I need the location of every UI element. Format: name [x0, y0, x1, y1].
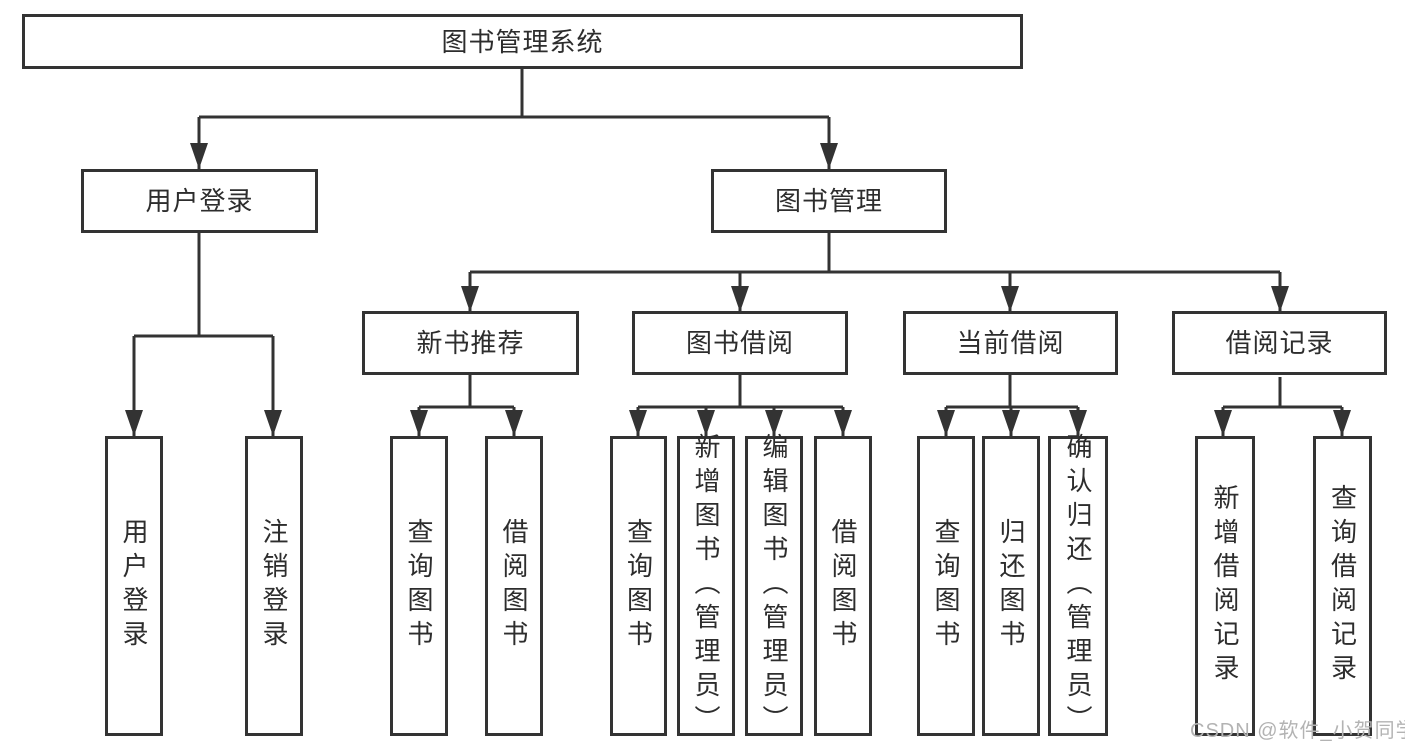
- arrowhead: [937, 410, 955, 436]
- leaf-br-add-borrow-record-label: 新增借阅记录: [1210, 484, 1240, 688]
- leaf-cb-query-books: 查询图书: [917, 436, 975, 736]
- node-book-management-label: 图书管理: [774, 186, 883, 216]
- connector-new-book-recommend-to-leaves: [417, 375, 516, 436]
- leaf-cb-return-books: 归还图书: [982, 436, 1040, 736]
- node-new-book-recommend-label: 新书推荐: [416, 328, 525, 358]
- connector-user-login-to-leaves: [132, 233, 275, 436]
- leaf-bb-add-books-admin-label: 新增图书（管理员）: [691, 433, 721, 739]
- leaf-br-add-borrow-record: 新增借阅记录: [1195, 436, 1255, 736]
- leaf-cb-return-books-label: 归还图书: [996, 518, 1026, 654]
- leaf-bb-borrow-books: 借阅图书: [814, 436, 872, 736]
- leaf-logout: 注销登录: [245, 436, 303, 736]
- arrowhead: [629, 410, 647, 436]
- leaf-cb-confirm-return-admin-label: 确认归还（管理员）: [1063, 433, 1093, 739]
- leaf-br-query-borrow-record-label: 查询借阅记录: [1327, 484, 1358, 688]
- leaf-logout-label: 注销登录: [259, 518, 289, 654]
- watermark: CSDN @软件_小贺同学: [1190, 720, 1405, 742]
- connector-borrowing-records-to-leaves: [1221, 377, 1344, 436]
- arrowhead: [1271, 286, 1289, 312]
- arrowhead: [1001, 286, 1019, 312]
- node-new-book-recommend: 新书推荐: [362, 311, 579, 375]
- leaf-user-login-label: 用户登录: [119, 518, 149, 654]
- leaf-bb-borrow-books-label: 借阅图书: [828, 518, 858, 654]
- connector-book-management-to-level3: [468, 233, 1282, 312]
- node-book-management: 图书管理: [711, 169, 947, 233]
- node-user-login: 用户登录: [81, 169, 318, 233]
- arrowhead: [125, 410, 143, 436]
- leaf-bb-add-books-admin: 新增图书（管理员）: [677, 433, 735, 739]
- node-current-borrowing-label: 当前借阅: [956, 328, 1065, 358]
- leaf-nbr-borrow-books: 借阅图书: [485, 436, 543, 736]
- arrowhead: [190, 143, 208, 169]
- arrowhead: [410, 410, 428, 436]
- leaf-bb-query-books-label: 查询图书: [623, 518, 654, 654]
- arrowhead: [1333, 410, 1351, 436]
- leaf-br-query-borrow-record: 查询借阅记录: [1313, 436, 1372, 736]
- node-borrowing-records: 借阅记录: [1172, 311, 1387, 375]
- arrowhead: [697, 410, 715, 436]
- leaf-nbr-query-books: 查询图书: [390, 436, 448, 736]
- leaf-cb-query-books-label: 查询图书: [931, 518, 961, 654]
- node-root-label: 图书管理系统: [441, 26, 604, 57]
- arrowhead: [834, 410, 852, 436]
- node-user-login-label: 用户登录: [145, 186, 254, 216]
- arrowhead: [820, 143, 838, 169]
- arrowhead: [731, 286, 749, 312]
- leaf-cb-confirm-return-admin: 确认归还（管理员）: [1048, 433, 1108, 739]
- arrowhead: [1214, 410, 1232, 436]
- arrowhead: [505, 410, 523, 436]
- arrowhead: [264, 410, 282, 436]
- node-book-borrowing-label: 图书借阅: [685, 328, 794, 358]
- leaf-bb-edit-books-admin: 编辑图书（管理员）: [745, 433, 803, 739]
- arrowhead: [1069, 410, 1087, 436]
- node-current-borrowing: 当前借阅: [903, 311, 1118, 375]
- node-book-borrowing: 图书借阅: [632, 311, 848, 375]
- leaf-bb-edit-books-admin-label: 编辑图书（管理员）: [759, 433, 789, 739]
- arrowhead: [461, 286, 479, 312]
- leaf-bb-query-books: 查询图书: [610, 436, 667, 736]
- leaf-nbr-query-books-label: 查询图书: [404, 518, 434, 654]
- connector-root-to-level2: [197, 69, 831, 169]
- arrowheads: [125, 143, 1351, 436]
- leaf-nbr-borrow-books-label: 借阅图书: [499, 518, 529, 654]
- node-root: 图书管理系统: [22, 14, 1023, 69]
- connector-book-borrowing-to-leaves: [636, 375, 845, 436]
- arrowhead: [1002, 410, 1020, 436]
- arrowhead: [765, 410, 783, 436]
- leaf-user-login: 用户登录: [105, 436, 163, 736]
- node-borrowing-records-label: 借阅记录: [1225, 328, 1334, 358]
